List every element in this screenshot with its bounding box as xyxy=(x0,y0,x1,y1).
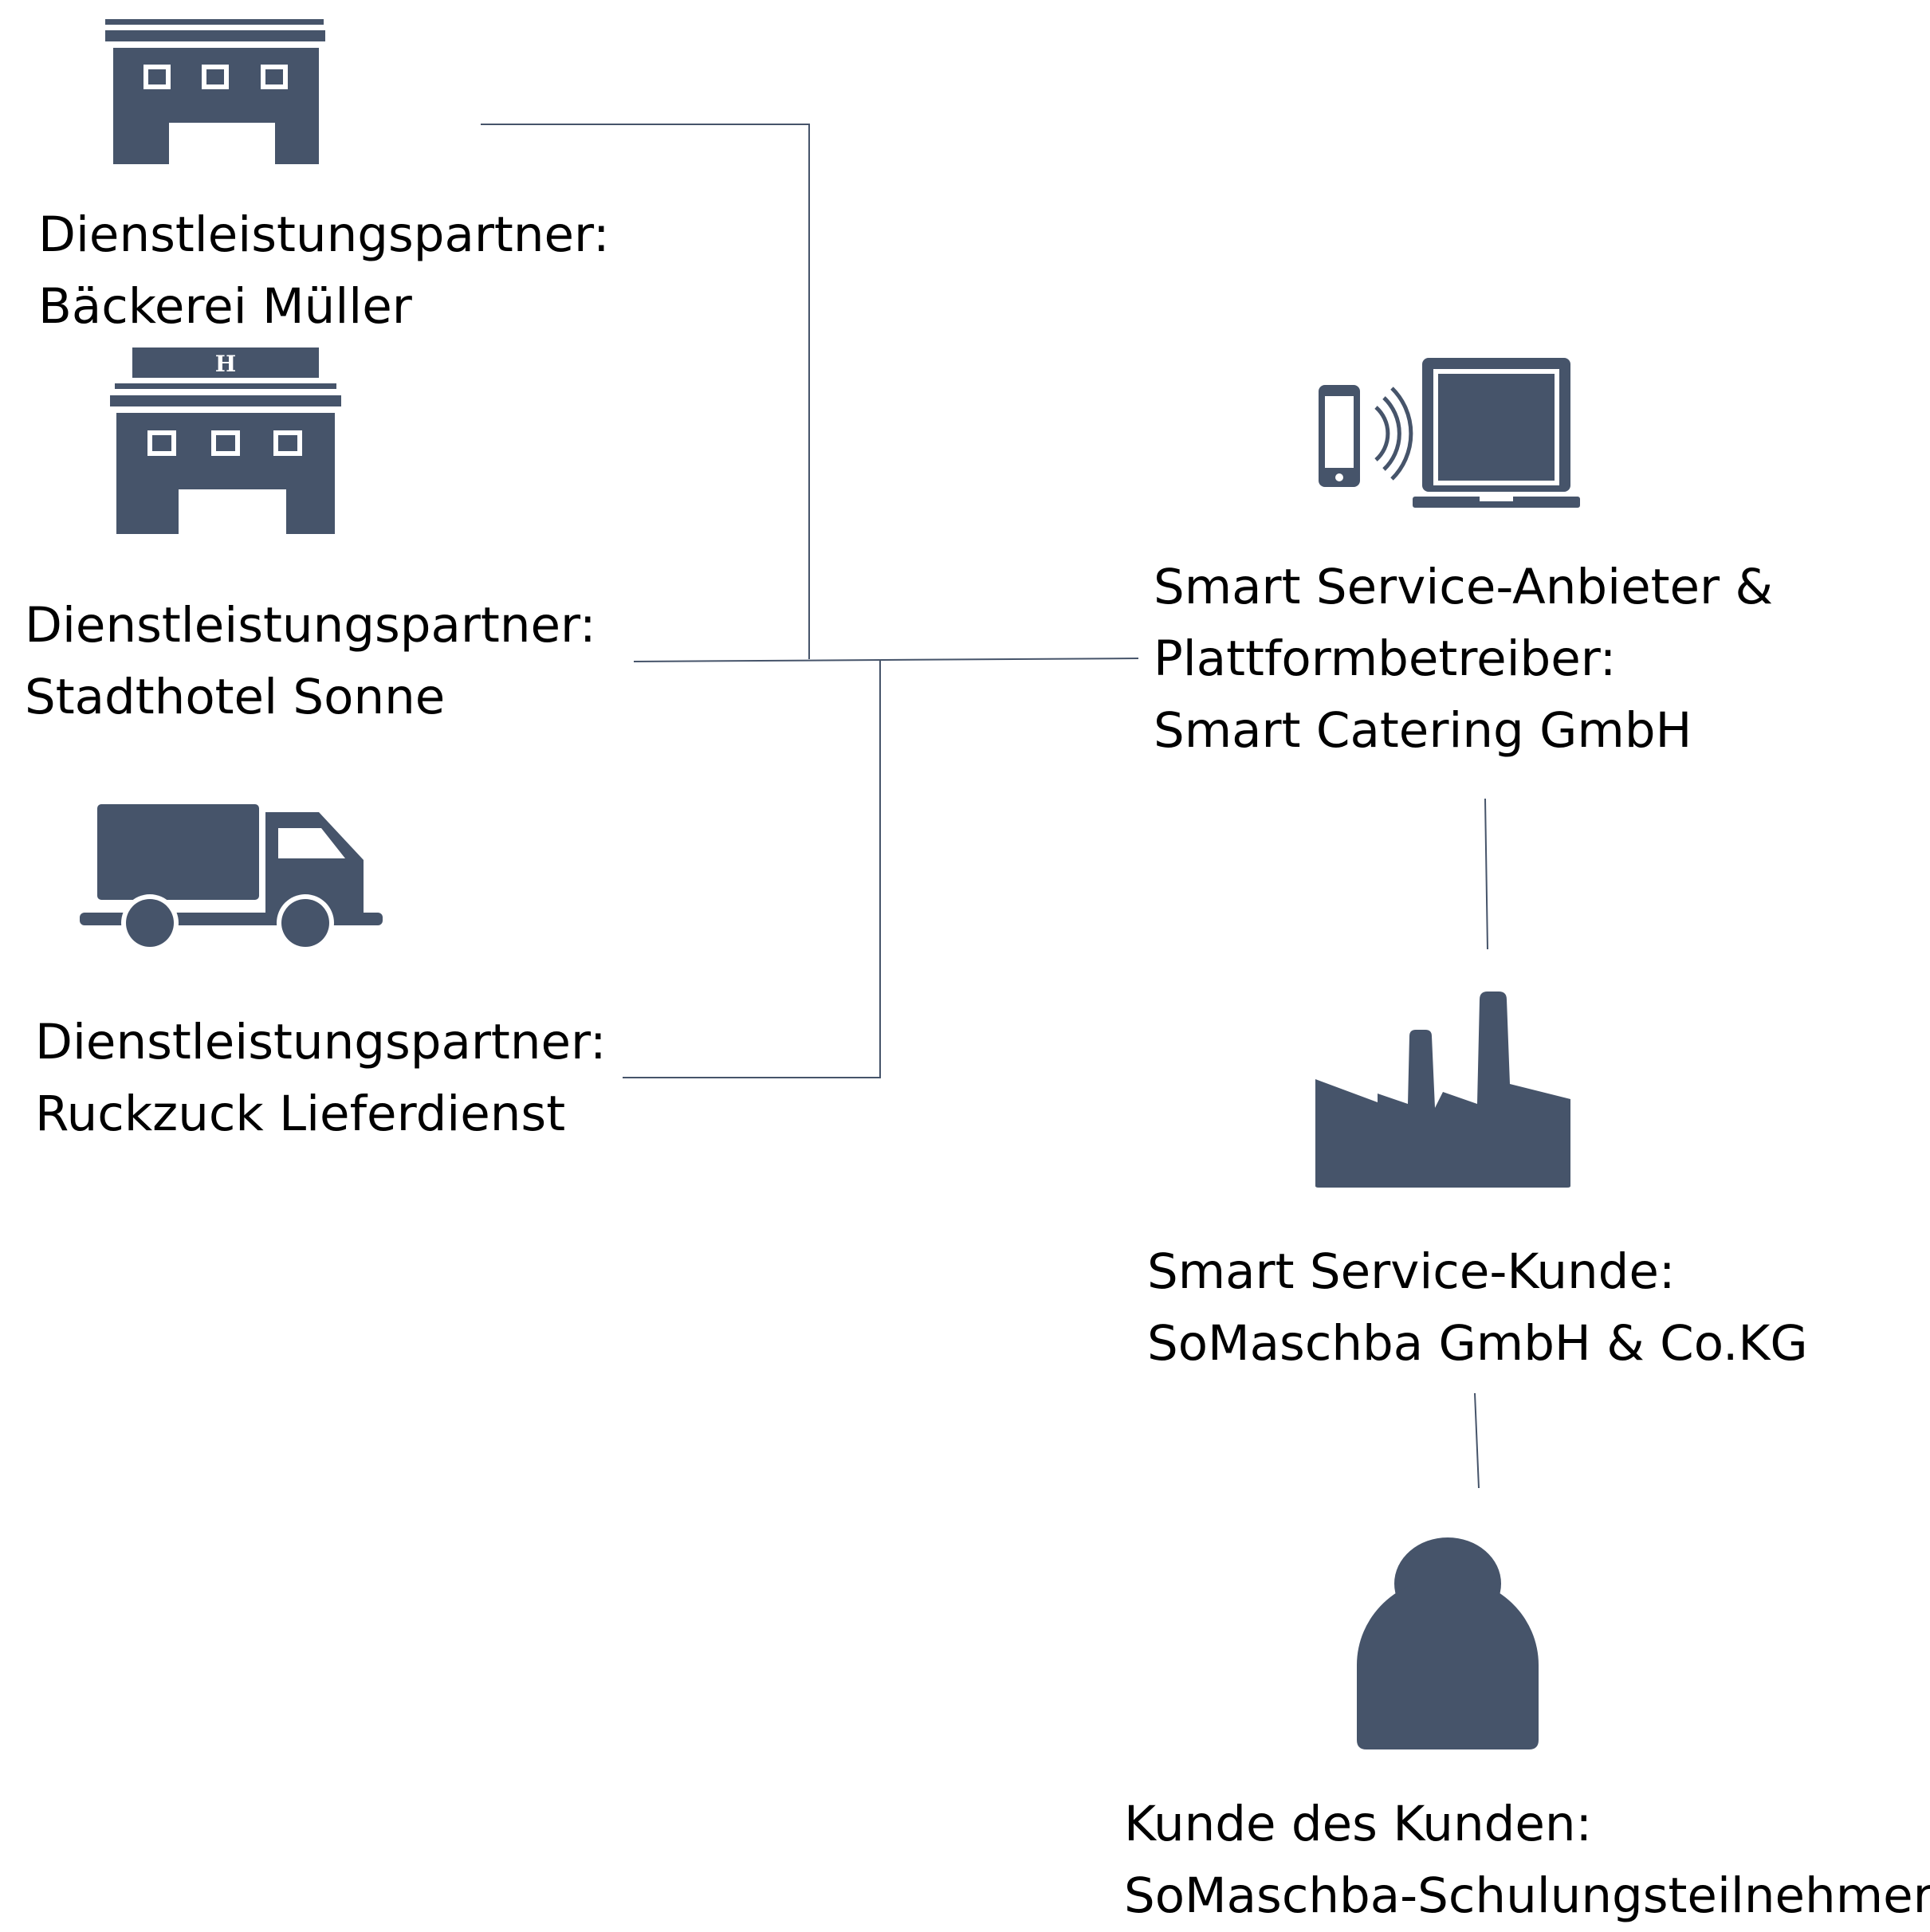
name-text: Stadthotel Sonne xyxy=(25,669,446,725)
role-text: Smart Service-Kunde: xyxy=(1147,1243,1676,1300)
label-anbieter: Smart Service-Anbieter & Plattformbetrei… xyxy=(1154,552,1773,767)
line3-text: Smart Catering GmbH xyxy=(1154,702,1692,759)
connector-hotel-to-platform xyxy=(633,658,1139,662)
label-endkunde: Kunde des Kunden: SoMaschba-Schulungstei… xyxy=(1124,1789,1930,1932)
truck-icon xyxy=(80,804,383,952)
connector-baeckerei xyxy=(481,124,810,659)
name-text: Ruckzuck Lieferdienst xyxy=(35,1086,566,1142)
building-icon xyxy=(105,19,325,164)
person-icon xyxy=(1357,1537,1539,1749)
phone-laptop-icon xyxy=(1319,358,1580,508)
line1-text: Smart Service-Anbieter & xyxy=(1154,559,1774,615)
hotel-letter: H xyxy=(215,351,236,377)
phone-icon xyxy=(1319,385,1360,487)
label-hotel: Dienstleistungspartner: Stadthotel Sonne xyxy=(25,590,596,733)
line2-text: Plattformbetreiber: xyxy=(1154,630,1617,687)
name-text: SoMaschba GmbH & Co.KG xyxy=(1147,1315,1808,1372)
name-text: SoMaschba-Schulungsteilnehmer xyxy=(1124,1867,1930,1924)
hotel-icon: H xyxy=(110,348,341,534)
label-baeckerei: Dienstleistungspartner: Bäckerei Müller xyxy=(38,199,610,343)
role-text: Dienstleistungspartner: xyxy=(25,597,596,654)
label-lieferdienst: Dienstleistungspartner: Ruckzuck Lieferd… xyxy=(35,1007,607,1150)
role-text: Dienstleistungspartner: xyxy=(35,1014,607,1070)
connector-platform-to-kunde xyxy=(1484,798,1488,950)
role-text: Dienstleistungspartner: xyxy=(38,206,610,263)
factory-icon xyxy=(1315,992,1570,1188)
wireless-signal-icon xyxy=(1374,387,1413,481)
connector-kunde-to-endkunde xyxy=(1474,1392,1480,1489)
name-text: Bäckerei Müller xyxy=(38,278,412,335)
label-kunde: Smart Service-Kunde: SoMaschba GmbH & Co… xyxy=(1147,1236,1808,1380)
role-text: Kunde des Kunden: xyxy=(1124,1796,1593,1852)
laptop-icon xyxy=(1413,358,1580,508)
connector-lieferdienst xyxy=(623,661,881,1078)
